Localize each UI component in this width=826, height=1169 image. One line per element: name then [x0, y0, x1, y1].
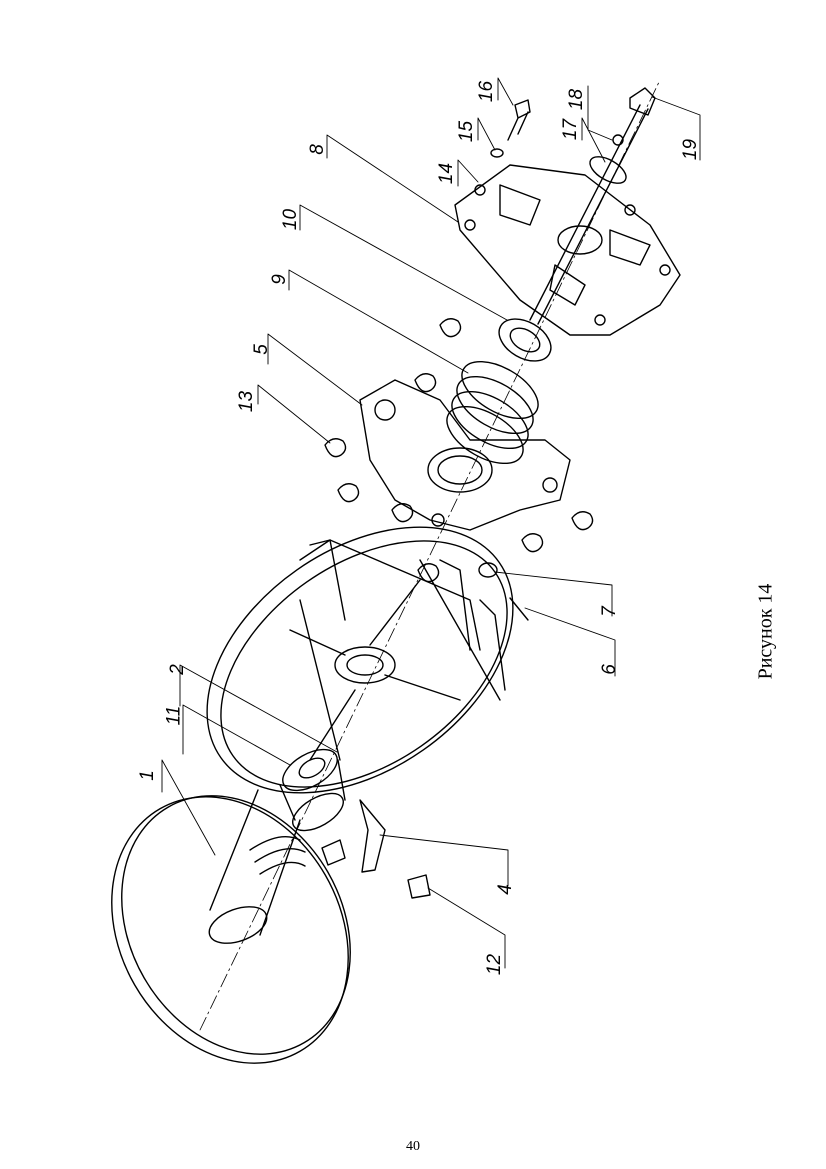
callout-18: 18	[566, 88, 588, 111]
part-8-cover-plate	[454, 164, 681, 336]
part-16-bolt	[490, 99, 531, 158]
callout-2: 2	[166, 664, 188, 675]
callout-9: 9	[268, 274, 290, 285]
figure-caption: Рисунок 14	[754, 583, 777, 680]
callout-17: 17	[560, 118, 582, 141]
callout-1: 1	[136, 770, 158, 781]
callout-11: 11	[163, 705, 185, 726]
callout-8: 8	[306, 144, 328, 155]
callout-5: 5	[250, 344, 272, 355]
callout-15: 15	[456, 120, 478, 143]
part-17-19-shaft-end	[529, 87, 656, 325]
part-11-bushing	[279, 748, 346, 832]
part-1-disc-shaft	[111, 789, 351, 1064]
callout-6: 6	[598, 664, 620, 675]
callout-14: 14	[436, 162, 458, 185]
part-2-housing	[206, 526, 514, 794]
callout-19: 19	[680, 138, 702, 161]
callout-13: 13	[236, 390, 258, 413]
page-number: 40	[406, 1139, 420, 1154]
callout-16: 16	[476, 80, 498, 103]
callout-7: 7	[598, 606, 620, 617]
small-parts	[321, 318, 594, 899]
part-10-ring	[498, 318, 552, 362]
part-5-clutch-body	[359, 379, 571, 531]
centre-axis	[199, 79, 661, 1031]
callout-10: 10	[280, 208, 302, 231]
leader-lines	[161, 77, 701, 969]
callout-4: 4	[494, 884, 516, 895]
part-9-spring	[446, 360, 539, 465]
callout-12: 12	[484, 953, 506, 976]
